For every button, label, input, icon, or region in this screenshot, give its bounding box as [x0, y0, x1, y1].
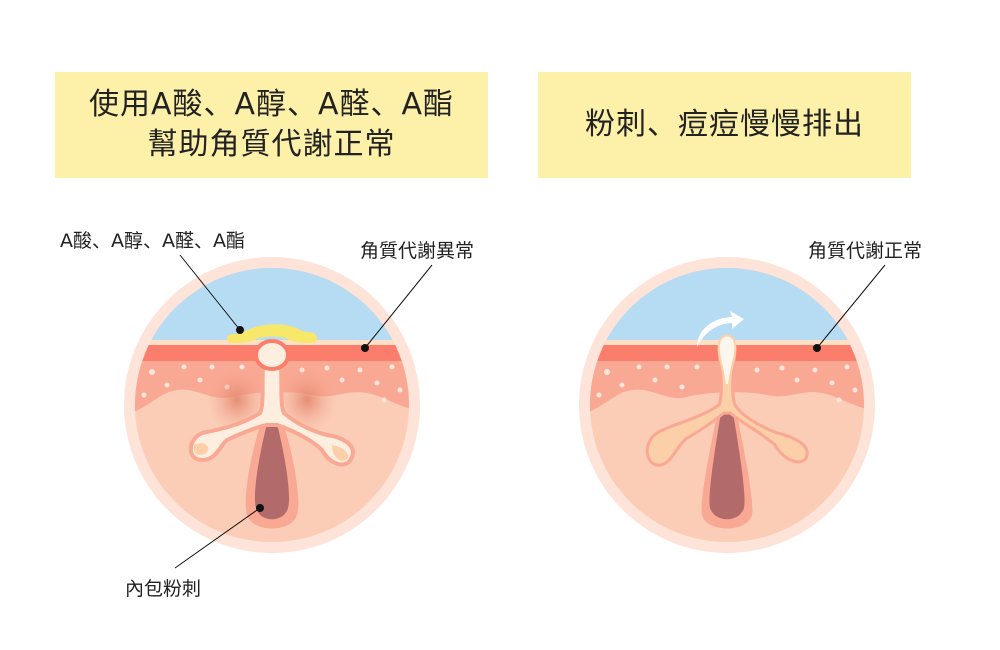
hair-follicle [709, 390, 745, 520]
right-title-box: 粉刺、痘痘慢慢排出 [538, 72, 911, 178]
extruding-comedone [717, 334, 737, 386]
label-retinoids: A酸、A醇、A醛、A酯 [60, 230, 245, 252]
left-title-line2: 幫助角質代謝正常 [147, 127, 396, 162]
marker-dot [236, 326, 244, 334]
left-title-box: 使用A酸、A醇、A醛、A酯 幫助角質代謝正常 [55, 72, 488, 178]
sebaceous-gland-left [193, 443, 209, 455]
left-title-line1: 使用A酸、A醇、A醛、A酯 [88, 87, 455, 122]
acid-layer [227, 324, 317, 343]
inflammation-right [277, 367, 337, 433]
label-normal-keratinization: 角質代謝正常 [808, 240, 923, 262]
right-title: 粉刺、痘痘慢慢排出 [585, 107, 864, 142]
label-closed-comedone: 內包粉刺 [125, 578, 202, 600]
plug-head [254, 339, 290, 371]
clogged-pore [188, 363, 355, 467]
sebaceous-gland-right [332, 445, 349, 461]
clearing-pore [645, 348, 809, 467]
right-skin-circle [577, 255, 877, 555]
marker-dot [813, 344, 821, 352]
marker-dot [256, 504, 264, 512]
label-abnormal-keratinization: 角質代謝異常 [360, 240, 475, 262]
upward-arrow-icon [697, 311, 744, 347]
hair-follicle [254, 420, 290, 520]
marker-dot [361, 344, 369, 352]
left-skin-circle [122, 255, 422, 555]
leader-lines [174, 254, 886, 569]
